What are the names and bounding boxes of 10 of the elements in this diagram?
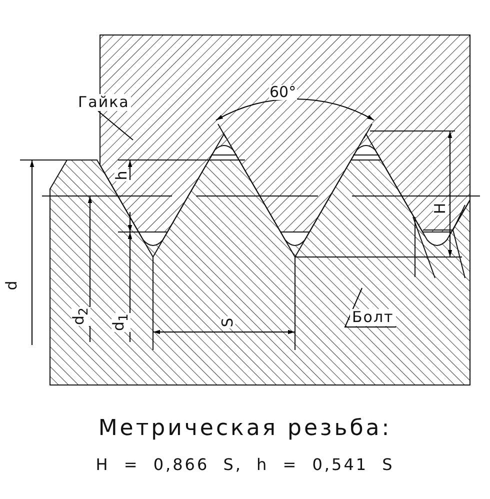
part-label: Болт (350, 309, 396, 326)
leader-line (98, 110, 134, 140)
part-label: Гайка (76, 94, 132, 111)
leader-line (344, 288, 396, 328)
title: Метрическая резьба: (98, 416, 392, 441)
dimension-label: h (114, 169, 130, 181)
dimension-label: d (4, 279, 20, 291)
dimension-label: S (220, 316, 236, 328)
dimension-label: 60° (268, 84, 298, 100)
formula-caption: H = 0,866 S, h = 0,541 S (96, 455, 394, 474)
